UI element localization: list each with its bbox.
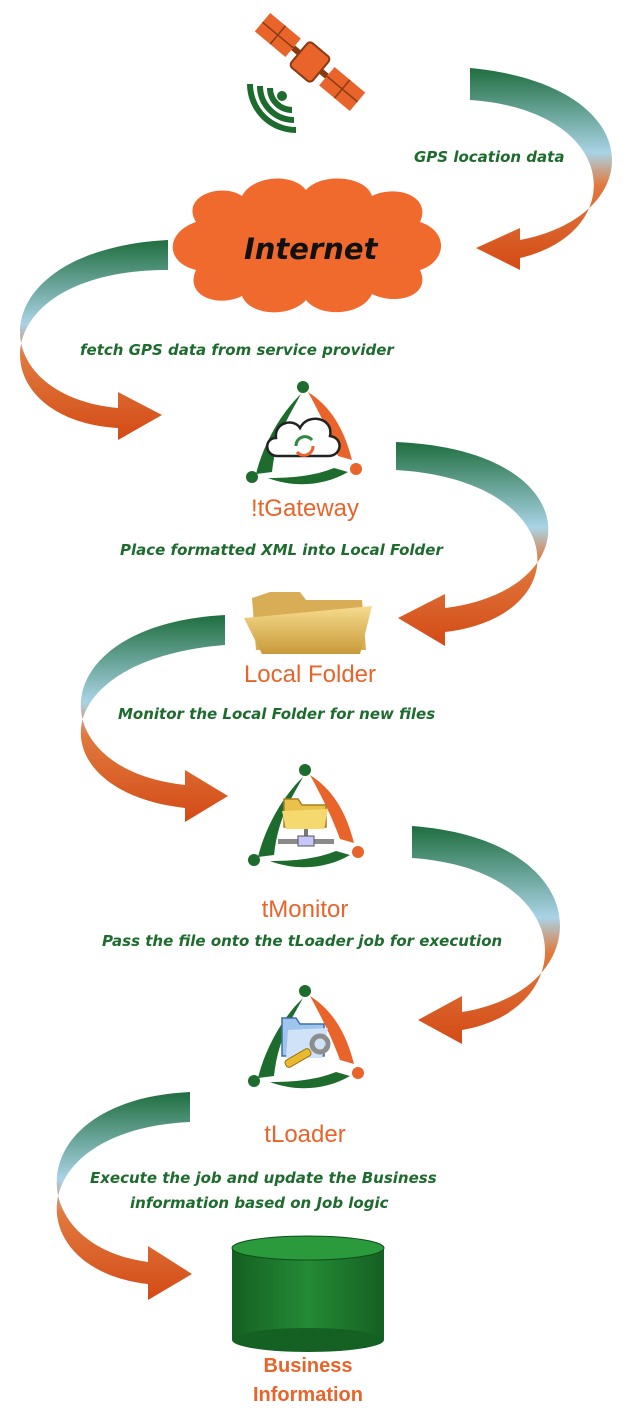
loader-name: tLoader xyxy=(264,1121,346,1148)
fetch-label: fetch GPS data from service provider xyxy=(80,341,394,359)
internet-label: Internet xyxy=(244,232,378,266)
gateway-name: !tGateway xyxy=(250,495,360,522)
satellite-icon xyxy=(254,12,366,112)
arrow-sat-to-internet xyxy=(470,68,613,270)
arrow-loader-to-business xyxy=(56,1092,192,1300)
execute-label-line2: information based on Job logic xyxy=(130,1194,389,1212)
arrow-folder-to-monitor xyxy=(80,615,228,822)
loader-logo xyxy=(248,985,364,1089)
place-xml-label: Place formatted XML into Local Folder xyxy=(120,541,443,559)
arrow-internet-to-gateway xyxy=(20,240,168,440)
database-icon xyxy=(231,1235,385,1352)
monitor-name: tMonitor xyxy=(261,896,349,923)
monitor-label: Monitor the Local Folder for new files xyxy=(118,705,436,723)
execute-label-line1: Execute the job and update the Business xyxy=(90,1169,437,1187)
business-line2: Information xyxy=(253,1384,363,1406)
local-folder-name: Local Folder xyxy=(243,661,377,688)
monitor-logo xyxy=(248,764,364,868)
signal-waves-icon xyxy=(247,83,297,133)
business-line1: Business xyxy=(263,1355,353,1377)
business-information-name: Business Information xyxy=(228,1352,388,1410)
arrow-monitor-to-loader xyxy=(412,826,560,1044)
arrow-gateway-to-folder xyxy=(396,442,549,646)
cloud-sync-icon xyxy=(266,417,341,458)
gps-data-label: GPS location data xyxy=(414,148,565,166)
pass-file-label: Pass the file onto the tLoader job for e… xyxy=(102,932,503,950)
folder-icon xyxy=(244,592,372,654)
internet-cloud xyxy=(172,178,442,313)
folder-wrench-icon xyxy=(281,1017,331,1068)
network-folder-icon xyxy=(278,798,334,847)
gateway-logo xyxy=(246,381,362,485)
